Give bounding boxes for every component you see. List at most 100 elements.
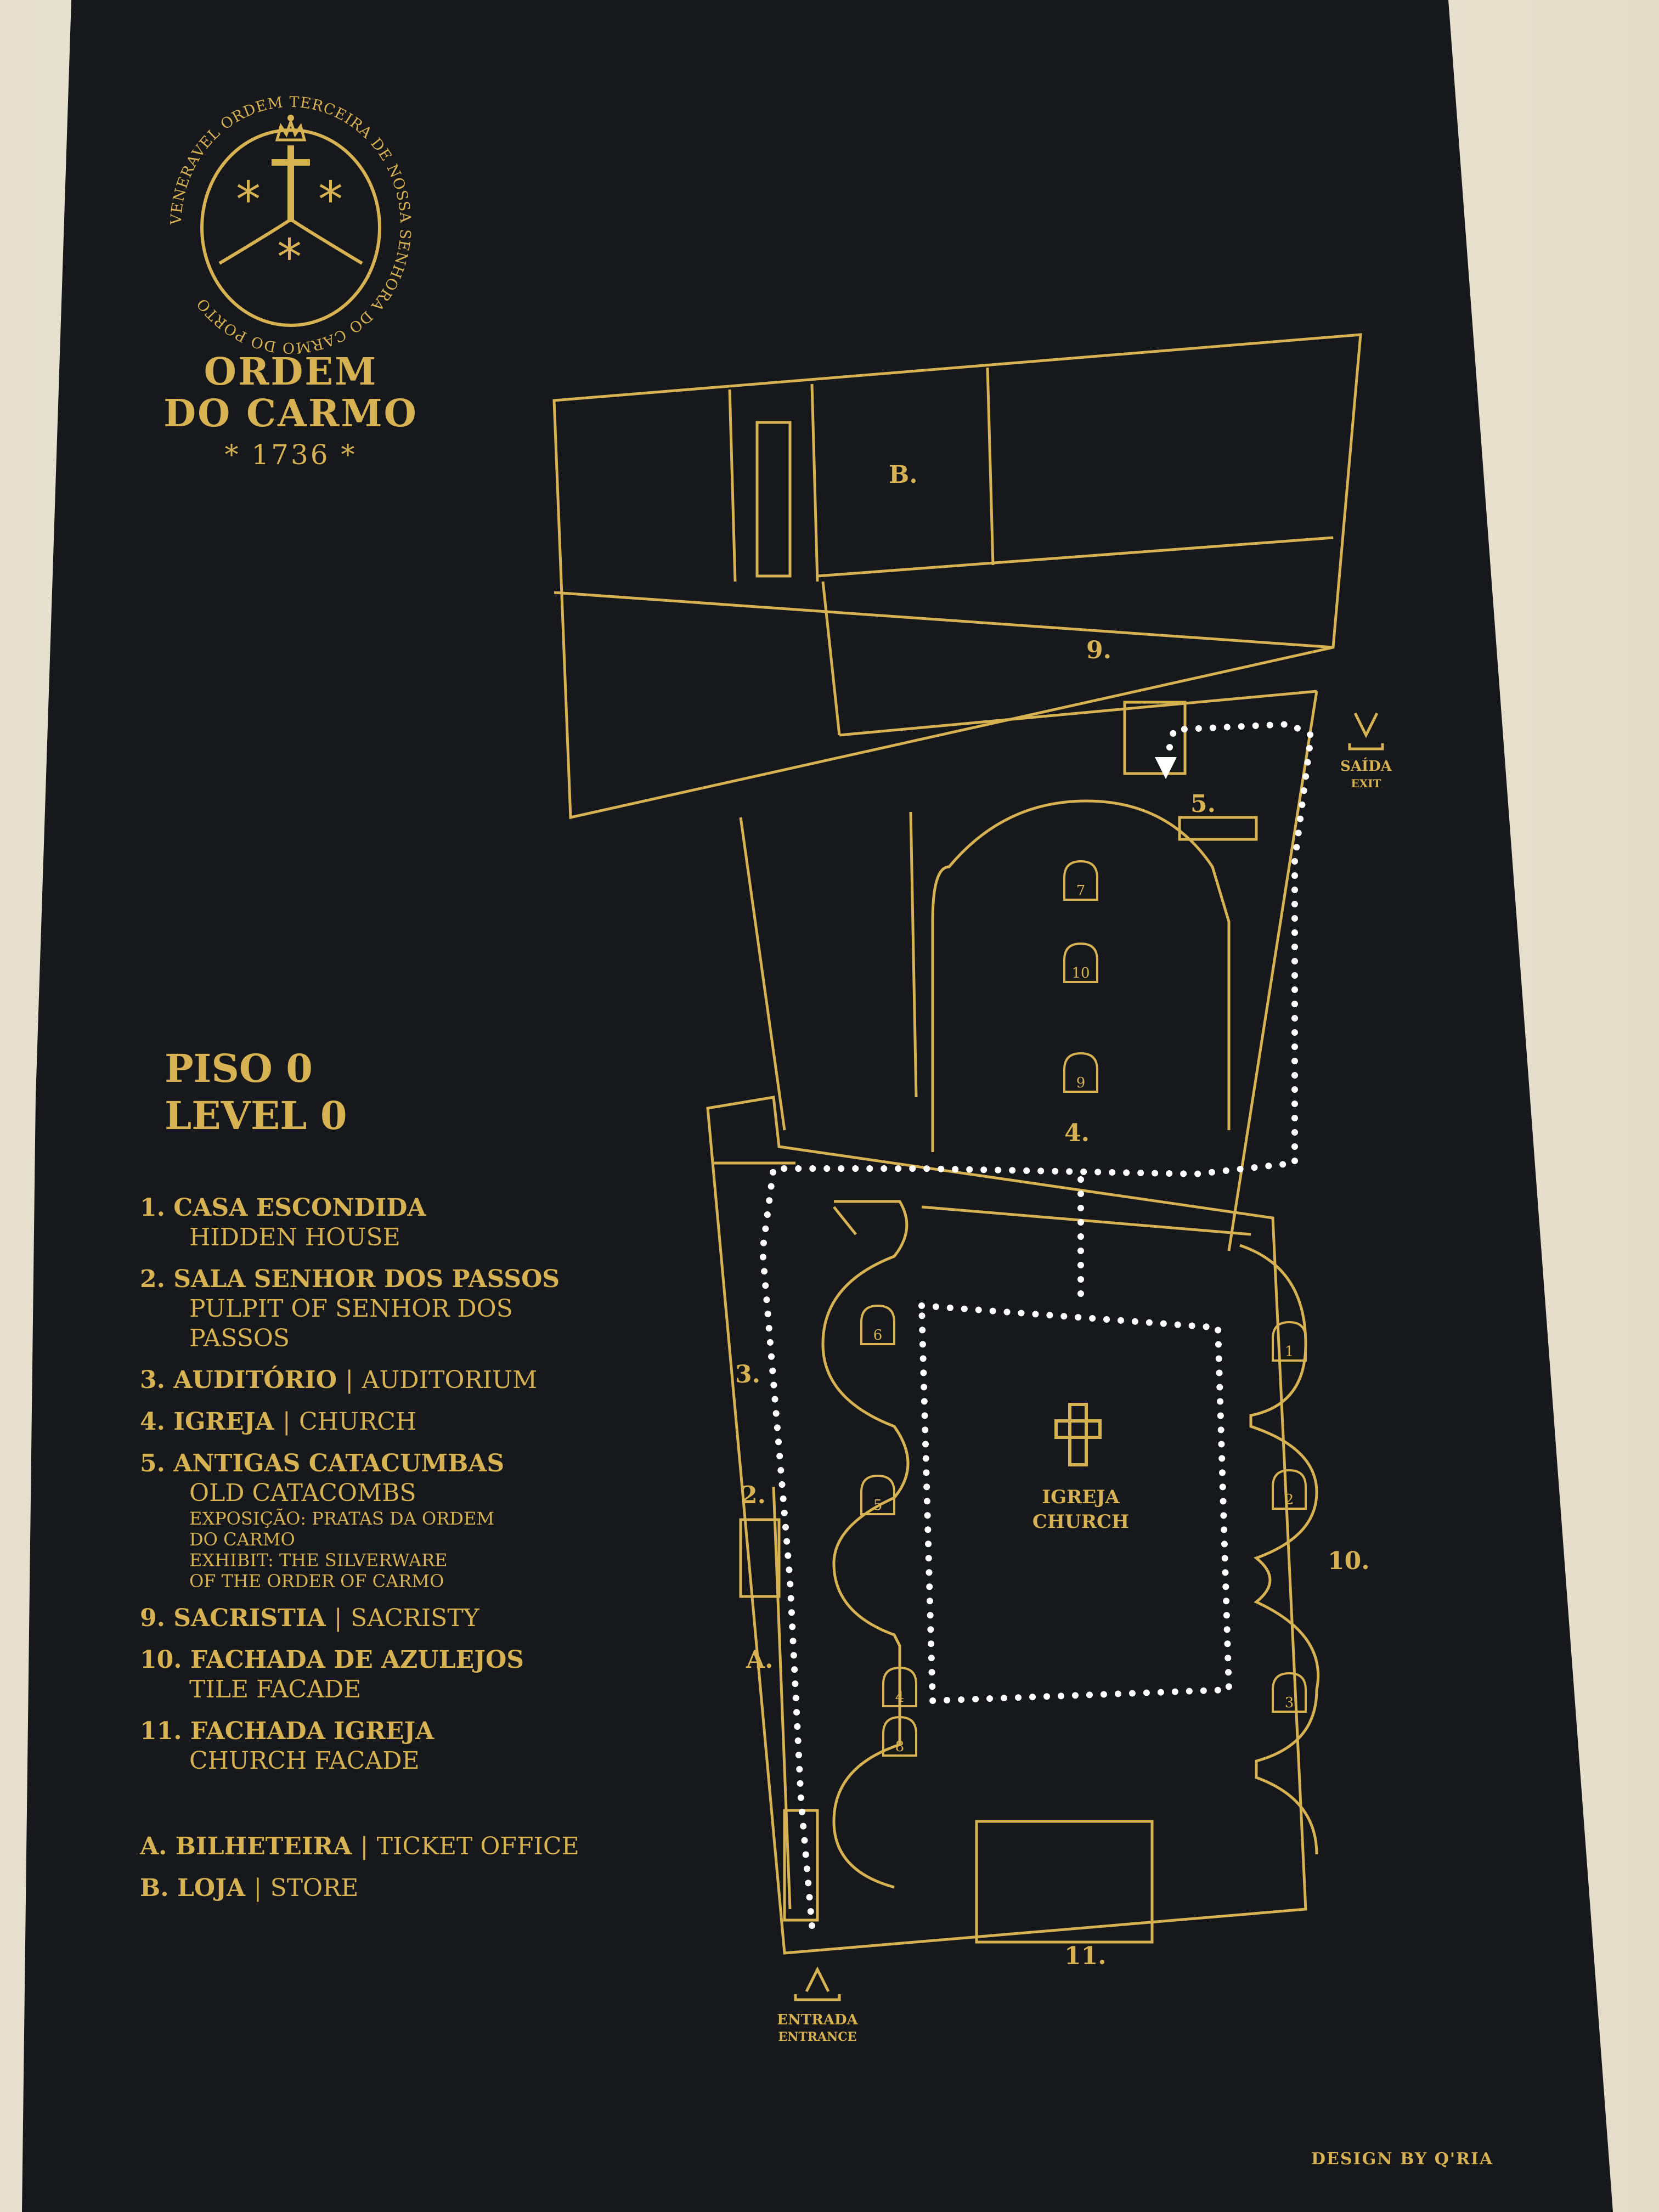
area-label-11: 11. — [1064, 1942, 1107, 1970]
legend-label-pt: CASA ESCONDIDA — [173, 1194, 426, 1222]
legend-item: A. BILHETEIRA | TICKET OFFICE — [140, 1832, 623, 1861]
stairs-icon — [1178, 816, 1258, 841]
area-label-a: A. — [746, 1646, 773, 1674]
svg-text:*: * — [318, 171, 343, 229]
exit-marker: SAÍDA EXIT — [1340, 712, 1392, 790]
map-legend: 1. CASA ESCONDIDA HIDDEN HOUSE 2. SALA S… — [140, 1193, 623, 1915]
route-loop — [918, 1302, 1233, 1705]
stairs-icon — [1123, 701, 1187, 775]
area-label-2: 2. — [741, 1481, 766, 1509]
legend-exhibit-note: DO CARMO — [189, 1529, 295, 1550]
niche-1-icon — [1272, 1321, 1307, 1362]
org-name: ORDEM DO CARMO — [126, 351, 455, 435]
org-year: * 1736 * — [224, 439, 357, 471]
legend-label-pt: SACRISTIA — [173, 1604, 326, 1632]
legend-number: 11. — [140, 1717, 182, 1745]
niche-number: 7 — [1076, 883, 1086, 899]
niche-4-icon — [882, 1666, 917, 1707]
legend-item: 11. FACHADA IGREJA CHURCH FACADE — [140, 1717, 623, 1776]
route-arrow-icon — [1155, 757, 1177, 779]
legend-exhibit-note: EXHIBIT: THE SILVERWARE — [189, 1550, 448, 1571]
niche-number: 2 — [1285, 1492, 1294, 1508]
area-label-9: 9. — [1086, 636, 1111, 664]
plan-walls — [552, 333, 1362, 1955]
legend-item: 9. SACRISTIA | SACRISTY — [140, 1604, 623, 1633]
legend-number: 10. — [140, 1646, 182, 1674]
legend-separator: | — [345, 1366, 354, 1394]
legend-label-en: OLD CATACOMBS — [189, 1479, 416, 1507]
legend-label-en: AUDITORIUM — [362, 1366, 538, 1394]
niche-2-icon — [1272, 1469, 1307, 1510]
legend-separator: | — [282, 1408, 291, 1436]
left-chapels — [821, 1200, 910, 1889]
legend-number: 2. — [140, 1265, 165, 1293]
legend-label-pt: FACHADA DE AZULEJOS — [190, 1646, 524, 1674]
svg-text:VENERAVEL ORDEM TERCEIRA DE NO: VENERAVEL ORDEM TERCEIRA DE NOSSA SENHOR… — [168, 94, 414, 356]
legend-label-en: CHURCH — [298, 1408, 417, 1436]
legend-label-pt: AUDITÓRIO — [173, 1366, 337, 1394]
legend-number: 4. — [140, 1408, 165, 1436]
niche-8-icon — [882, 1716, 917, 1757]
legend-item: 1. CASA ESCONDIDA HIDDEN HOUSE — [140, 1193, 623, 1252]
entrance-icon — [794, 1966, 841, 2001]
right-chapels — [1239, 1244, 1320, 1855]
org-name-line1: ORDEM — [204, 350, 378, 394]
legend-separator: | — [334, 1604, 342, 1632]
niche-number: 10 — [1071, 965, 1090, 981]
entrance-marker: ENTRADA ENTRANCE — [777, 1966, 859, 2044]
legend-item: 5. ANTIGAS CATACUMBAS OLD CATACOMBS EXPO… — [140, 1449, 623, 1592]
niche-number: 5 — [873, 1497, 883, 1514]
svg-text:*: * — [277, 229, 302, 286]
legend-number: 9. — [140, 1604, 165, 1632]
visitor-route — [759, 720, 1315, 1929]
area-label-10: 10. — [1328, 1547, 1370, 1575]
stairs-icon — [739, 1518, 781, 1598]
legend-separator: | — [253, 1874, 262, 1902]
legend-letter: B. — [140, 1874, 169, 1902]
legend-label-pt: FACHADA IGREJA — [190, 1717, 435, 1745]
entrance-label-en: ENTRANCE — [778, 2030, 857, 2044]
org-name-line2: DO CARMO — [163, 392, 418, 436]
chancel-outline — [931, 799, 1231, 1152]
legend-label-en: SACRISTY — [351, 1604, 479, 1632]
church-cross-icon — [1054, 1403, 1102, 1466]
legend-item: 4. IGREJA | CHURCH — [140, 1407, 623, 1437]
level-en: LEVEL 0 — [165, 1093, 347, 1138]
exit-label-pt: SAÍDA — [1340, 757, 1392, 775]
legend-item: 2. SALA SENHOR DOS PASSOS PULPIT OF SENH… — [140, 1265, 623, 1353]
niche-10-icon — [1063, 942, 1098, 983]
floor-plan: 1 2 3 4 5 6 7 8 9 10 B. 9. 5. 4. 3. 2. A… — [552, 333, 1392, 2044]
niche-9-icon — [1063, 1052, 1098, 1093]
niche-number: 6 — [873, 1327, 883, 1344]
niche-markers — [860, 860, 1307, 1757]
niche-number: 1 — [1285, 1344, 1294, 1360]
exit-label-en: EXIT — [1351, 777, 1381, 790]
legend-separator: | — [360, 1832, 369, 1860]
svg-text:*: * — [236, 171, 261, 229]
design-credit: DESIGN BY Q'RIA — [1311, 2149, 1494, 2169]
exit-icon — [1348, 712, 1384, 751]
legend-item: 10. FACHADA DE AZULEJOS TILE FACADE — [140, 1645, 623, 1705]
niche-number: 8 — [895, 1739, 905, 1755]
legend-label-pt: ANTIGAS CATACUMBAS — [173, 1449, 505, 1477]
legend-label-en: STORE — [270, 1874, 359, 1902]
niche-number: 9 — [1076, 1075, 1086, 1091]
legend-label-en: TICKET OFFICE — [376, 1832, 579, 1860]
niche-number: 4 — [895, 1689, 905, 1706]
area-label-3: 3. — [735, 1361, 760, 1389]
legend-exhibit-note: OF THE ORDER OF CARMO — [189, 1571, 444, 1592]
legend-label-en: HIDDEN HOUSE — [189, 1223, 400, 1251]
church-outline — [706, 1096, 1307, 1955]
niche-5-icon — [860, 1474, 895, 1515]
legend-label-pt: IGREJA — [173, 1408, 274, 1436]
entrance-label-pt: ENTRADA — [777, 2012, 858, 2028]
legend-number: 1. — [140, 1194, 165, 1222]
niche-6-icon — [860, 1304, 895, 1345]
seal-ring-text: VENERAVEL ORDEM TERCEIRA DE NOSSA SENHOR… — [168, 94, 413, 356]
entrance-vestibule — [975, 1820, 1154, 1944]
top-wing-outline — [552, 333, 1362, 820]
legend-label-pt: LOJA — [177, 1874, 246, 1902]
legend-label-pt: BILHETEIRA — [175, 1832, 352, 1860]
niche-3-icon — [1272, 1672, 1307, 1713]
crown-cross-stars-seal-icon: VENERAVEL ORDEM TERCEIRA DE NOSSA SENHOR… — [168, 94, 414, 356]
